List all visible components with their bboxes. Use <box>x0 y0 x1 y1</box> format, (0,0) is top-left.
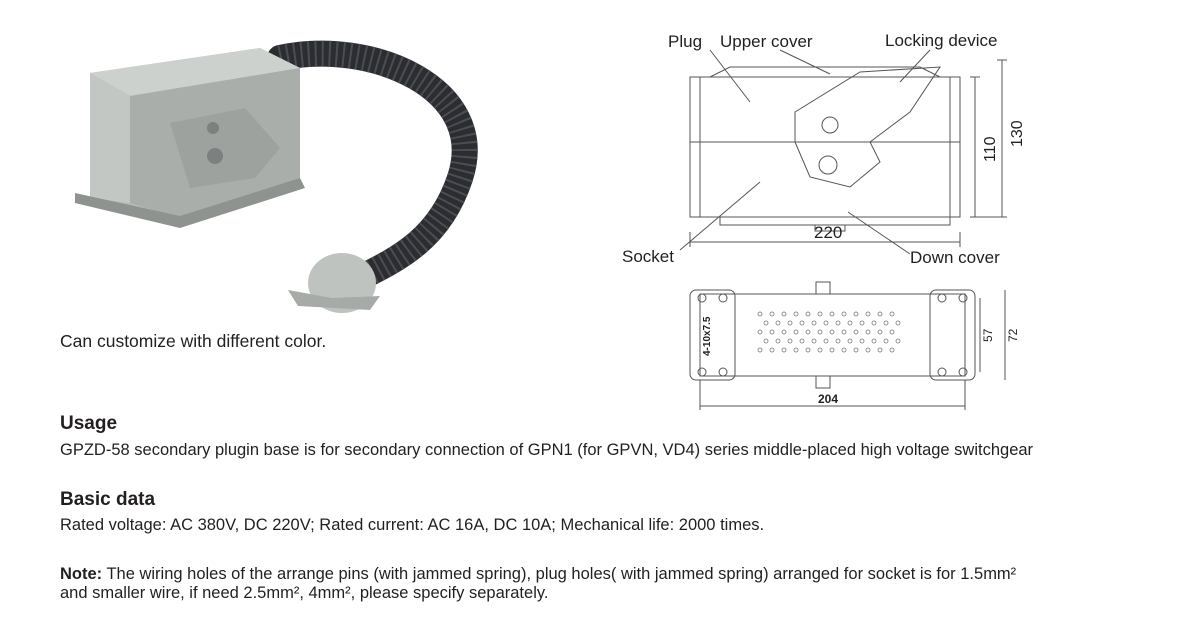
pin-hole <box>811 338 817 344</box>
pin-hole <box>871 320 877 326</box>
pin-hole <box>835 338 841 344</box>
label-dim-72: 72 <box>1006 328 1020 342</box>
label-upper-cover: Upper cover <box>720 32 813 51</box>
pin-hole <box>883 338 889 344</box>
basic-data-heading: Basic data <box>60 489 156 510</box>
pin-hole <box>757 329 763 335</box>
pin-hole <box>865 347 871 353</box>
pin-hole <box>787 320 793 326</box>
pin-hole <box>811 320 817 326</box>
side-view-diagram: Plug Upper cover Locking device Socket D… <box>622 31 1026 267</box>
pin-hole <box>829 311 835 317</box>
note-label: Note: <box>60 565 103 583</box>
pin-hole <box>841 347 847 353</box>
pin-hole <box>757 311 763 317</box>
pin-hole <box>865 311 871 317</box>
pin-hole <box>853 347 859 353</box>
pin-hole <box>847 338 853 344</box>
pin-hole <box>805 329 811 335</box>
label-locking-device: Locking device <box>885 31 997 50</box>
pin-hole <box>787 338 793 344</box>
pin-hole <box>781 311 787 317</box>
label-dim-204: 204 <box>818 392 838 406</box>
label-dim-57: 57 <box>981 328 995 342</box>
pin-hole <box>817 311 823 317</box>
label-socket: Socket <box>622 247 674 266</box>
pin-hole <box>799 320 805 326</box>
pin-hole <box>877 347 883 353</box>
pin-hole <box>841 311 847 317</box>
pin-hole <box>817 347 823 353</box>
pin-hole <box>889 347 895 353</box>
pin-hole <box>781 347 787 353</box>
pin-hole <box>829 347 835 353</box>
pin-hole <box>877 329 883 335</box>
label-dim-130: 130 <box>1009 120 1026 147</box>
note-paragraph: Note: The wiring holes of the arrange pi… <box>60 565 1016 603</box>
pin-hole <box>859 338 865 344</box>
pin-hole <box>865 329 871 335</box>
pin-hole <box>853 329 859 335</box>
label-plug: Plug <box>668 32 702 51</box>
pin-hole <box>895 320 901 326</box>
pin-hole <box>769 311 775 317</box>
pin-hole <box>883 320 889 326</box>
pin-hole <box>793 329 799 335</box>
pin-hole <box>877 311 883 317</box>
label-down-cover: Down cover <box>910 248 1000 267</box>
pin-hole <box>763 320 769 326</box>
pin-hole <box>835 320 841 326</box>
pin-hole <box>805 311 811 317</box>
pin-hole <box>853 311 859 317</box>
pin-hole <box>829 329 835 335</box>
pin-hole <box>793 347 799 353</box>
pin-hole <box>871 338 877 344</box>
pin-hole <box>817 329 823 335</box>
pin-hole <box>793 311 799 317</box>
basic-data-text: Rated voltage: AC 380V, DC 220V; Rated c… <box>60 516 765 534</box>
pin-hole <box>799 338 805 344</box>
bottom-view-diagram: 4-10x7.5 204 57 72 <box>689 281 1020 410</box>
product-photo <box>75 40 478 313</box>
pin-hole <box>823 320 829 326</box>
label-dim-220: 220 <box>814 223 842 242</box>
pin-hole <box>769 329 775 335</box>
pin-hole <box>805 347 811 353</box>
pin-hole <box>763 338 769 344</box>
label-dim-110: 110 <box>982 136 999 162</box>
pin-hole <box>769 347 775 353</box>
pin-hole <box>775 338 781 344</box>
pin-hole <box>775 320 781 326</box>
pin-hole <box>889 329 895 335</box>
pin-hole <box>847 320 853 326</box>
label-hole-spec: 4-10x7.5 <box>702 316 713 356</box>
usage-heading: Usage <box>60 413 118 434</box>
pin-hole <box>841 329 847 335</box>
photo-caption: Can customize with different color. <box>60 331 327 351</box>
note-line-2: and smaller wire, if need 2.5mm², 4mm², … <box>60 584 549 602</box>
pin-hole <box>781 329 787 335</box>
pin-hole <box>859 320 865 326</box>
pin-hole <box>895 338 901 344</box>
pin-hole <box>823 338 829 344</box>
pin-hole <box>757 347 763 353</box>
note-line-1: The wiring holes of the arrange pins (wi… <box>102 565 1017 583</box>
pin-hole <box>889 311 895 317</box>
usage-text: GPZD-58 secondary plugin base is for sec… <box>60 441 1034 459</box>
